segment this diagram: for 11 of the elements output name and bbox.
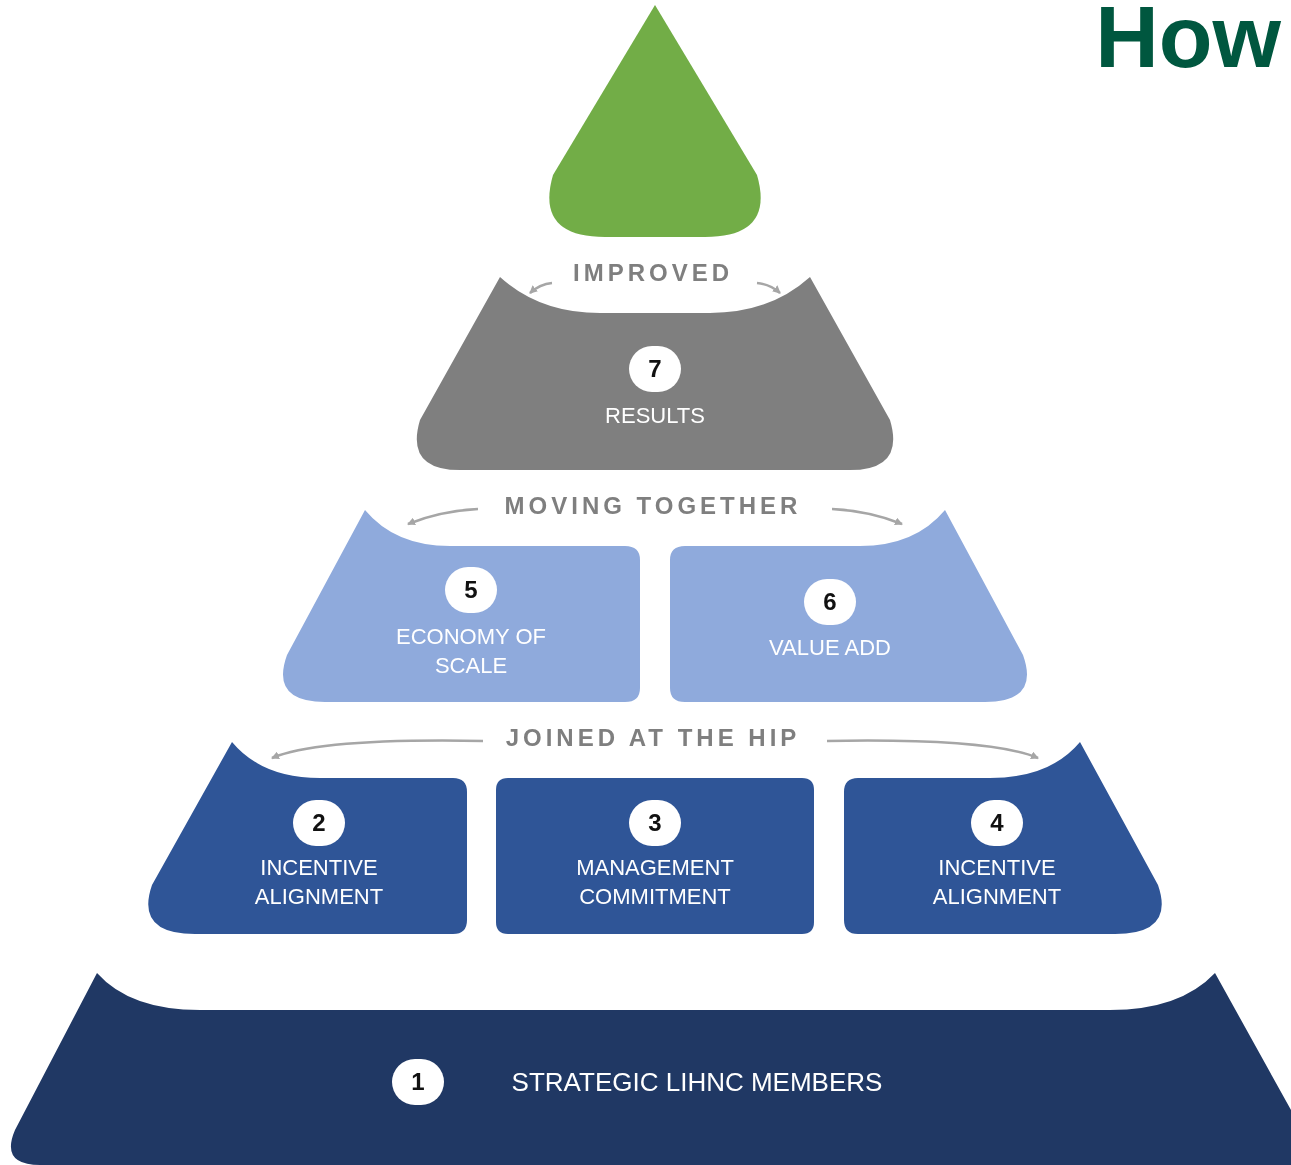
tier-label: MANAGEMENT COMMITMENT	[575, 854, 735, 911]
tier-label: INCENTIVE ALIGNMENT	[253, 854, 385, 911]
level-caption: JOINED AT THE HIP	[505, 724, 801, 752]
tier-label: STRATEGIC LIHNC MEMBERS	[510, 1067, 884, 1097]
level-caption: IMPROVED	[573, 259, 733, 287]
tier-label: VALUE ADD	[768, 633, 892, 662]
level-caption: MOVING TOGETHER	[504, 492, 802, 520]
heading: How	[1095, 0, 1281, 88]
tier-label: INCENTIVE ALIGNMENT	[931, 854, 1063, 911]
tier-label: ECONOMY OF SCALE	[395, 623, 547, 680]
tier-label: RESULTS	[604, 401, 706, 430]
